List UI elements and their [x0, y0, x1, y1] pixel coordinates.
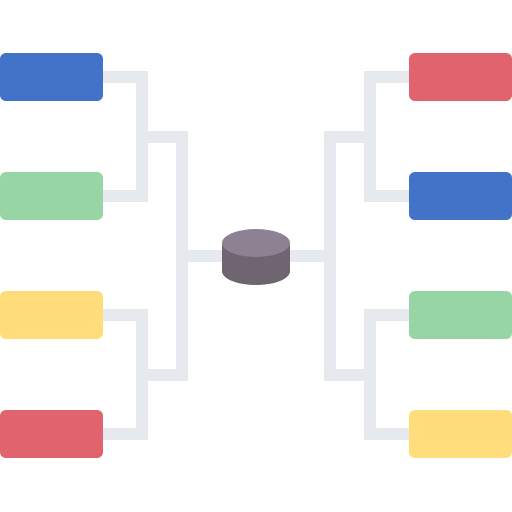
left-semi-connector-bottom [136, 250, 188, 381]
right-connector-3 [364, 309, 415, 381]
left-slot-1 [0, 53, 103, 101]
right-slots [409, 53, 512, 458]
right-connector-4 [364, 369, 415, 440]
left-connector-4 [97, 369, 148, 440]
right-slot-1 [409, 53, 512, 101]
right-slot-3 [409, 291, 512, 339]
right-slot-4 [409, 410, 512, 458]
left-slot-4 [0, 410, 103, 458]
right-semi-connector-bottom [324, 250, 376, 381]
right-connector-2 [364, 131, 415, 202]
left-connector-2 [97, 131, 148, 202]
puck-bottom [222, 257, 290, 285]
left-slots [0, 53, 103, 458]
left-slot-3 [0, 291, 103, 339]
left-semi-connector-top [136, 131, 188, 262]
right-connector-1 [364, 71, 415, 143]
hockey-puck-icon [222, 229, 290, 285]
left-connector-3 [97, 309, 148, 381]
right-slot-2 [409, 172, 512, 220]
left-slot-2 [0, 172, 103, 220]
puck-top [222, 229, 290, 257]
bracket-connectors [97, 71, 415, 440]
right-semi-connector-top [324, 131, 376, 262]
left-connector-1 [97, 71, 148, 143]
